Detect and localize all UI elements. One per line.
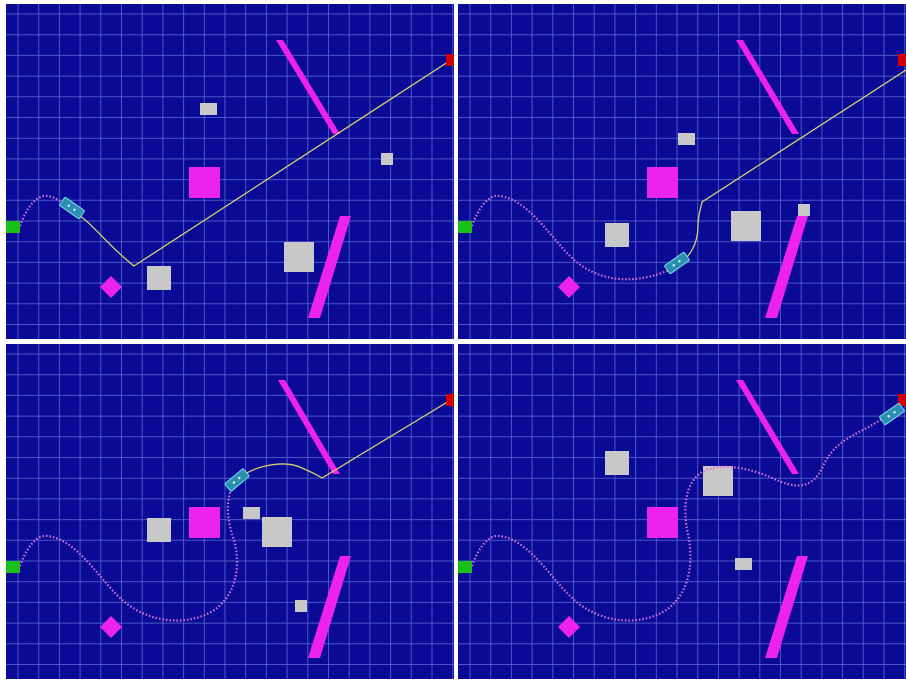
magenta-square-obstacle (647, 507, 678, 538)
panel-top-right (458, 4, 906, 339)
gray-obstacle (735, 558, 752, 570)
panel-background (458, 344, 906, 679)
magenta-square-obstacle (189, 167, 220, 198)
start-marker (458, 561, 472, 573)
panel-background (6, 344, 454, 679)
panel-top-left (6, 4, 456, 339)
panel-bottom-right (458, 344, 906, 679)
goal-marker (898, 54, 906, 66)
gray-obstacle (262, 517, 292, 547)
gray-obstacle (731, 211, 761, 241)
gray-obstacle (284, 242, 314, 272)
gray-obstacle (295, 600, 307, 612)
gray-obstacle (605, 451, 629, 475)
gray-obstacle (381, 153, 393, 165)
panel-background (458, 4, 906, 339)
start-marker (6, 221, 20, 233)
magenta-square-obstacle (647, 167, 678, 198)
panel-bottom-left (6, 344, 456, 679)
gray-obstacle (200, 103, 217, 115)
panel-background (6, 4, 454, 339)
gray-obstacle (147, 266, 171, 290)
gray-obstacle (605, 223, 629, 247)
gray-obstacle (798, 204, 810, 216)
gray-obstacle (147, 518, 171, 542)
gray-obstacle (243, 507, 260, 519)
start-marker (458, 221, 472, 233)
magenta-square-obstacle (189, 507, 220, 538)
gray-obstacle (678, 133, 695, 145)
start-marker (6, 561, 20, 573)
